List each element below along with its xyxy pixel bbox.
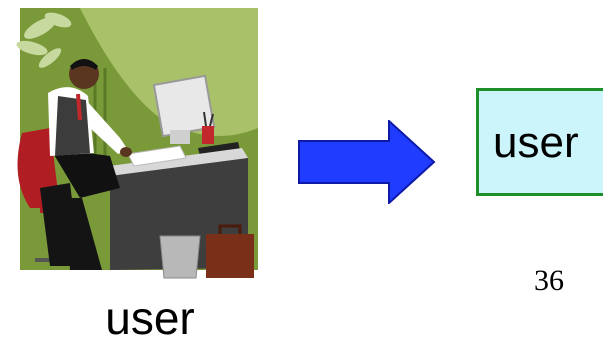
window-light — [80, 8, 258, 136]
briefcase — [206, 224, 254, 278]
computer-monitor — [152, 74, 216, 144]
entity-box: user — [476, 88, 603, 196]
user-illustration — [16, 8, 258, 279]
right-arrow-icon — [298, 120, 436, 204]
trash-can — [159, 235, 201, 279]
arrow-shape — [298, 120, 436, 204]
plant-leaves — [16, 12, 72, 68]
illustration-caption: user — [105, 292, 195, 344]
pencil-cup — [202, 111, 214, 144]
person — [40, 59, 132, 270]
entity-box-label: user — [493, 118, 579, 167]
papers — [127, 145, 187, 167]
page-number: 36 — [534, 264, 564, 297]
